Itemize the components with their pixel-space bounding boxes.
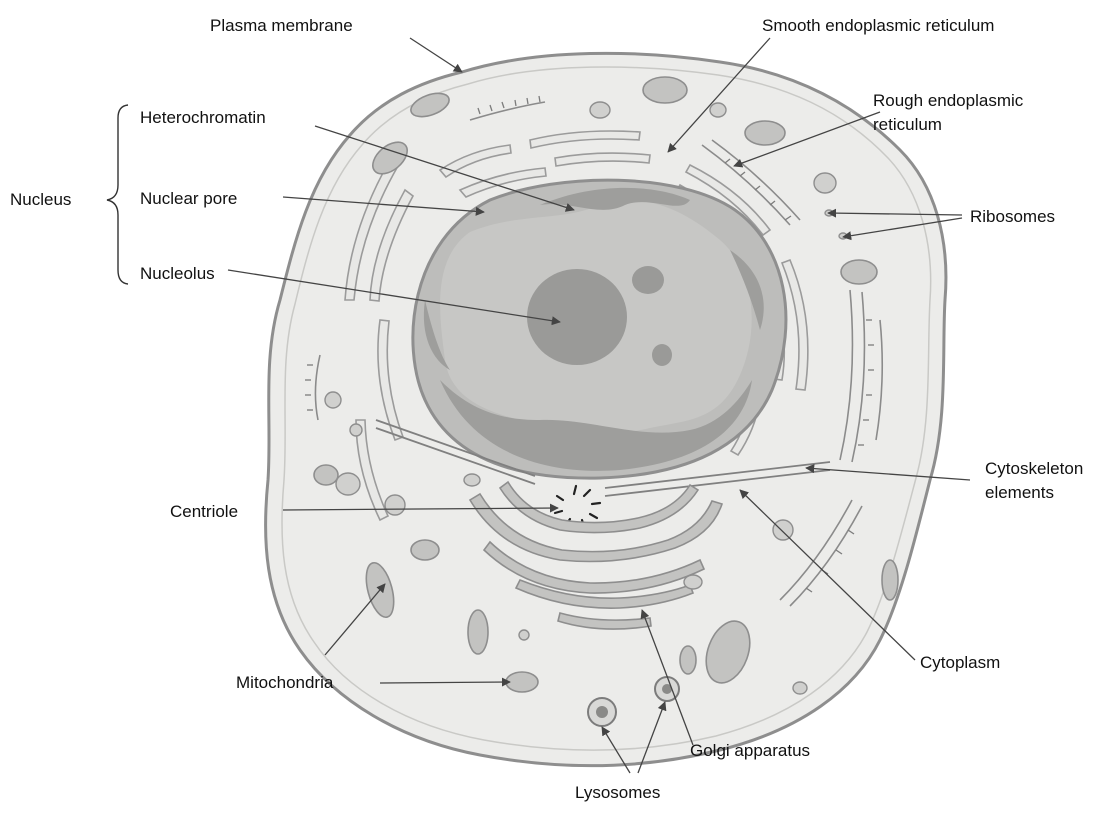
vesicle — [325, 392, 341, 408]
mitochondrion — [314, 465, 338, 485]
nucleolus-fragment — [652, 344, 672, 366]
nucleolus — [527, 269, 627, 365]
label-rough-er-line2: reticulum — [873, 115, 942, 134]
label-nuclear-pore: Nuclear pore — [140, 189, 237, 208]
label-lysosomes: Lysosomes — [575, 783, 660, 802]
golgi-vesicle — [684, 575, 702, 589]
mitochondrion — [643, 77, 687, 103]
label-golgi-apparatus: Golgi apparatus — [690, 741, 810, 760]
label-centriole: Centriole — [170, 502, 238, 521]
vesicle — [590, 102, 610, 118]
label-plasma-membrane: Plasma membrane — [210, 16, 353, 35]
mitochondrion — [411, 540, 439, 560]
nucleolus-fragment — [632, 266, 664, 294]
label-ribosomes: Ribosomes — [970, 207, 1055, 226]
mitochondrion — [745, 121, 785, 145]
label-cytoplasm: Cytoplasm — [920, 653, 1000, 672]
vesicle — [773, 520, 793, 540]
label-cytoskeleton-line2: elements — [985, 483, 1054, 502]
vesicle — [385, 495, 405, 515]
mitochondrion — [506, 672, 538, 692]
label-nucleus: Nucleus — [10, 190, 71, 209]
vesicle — [793, 682, 807, 694]
vesicle — [814, 173, 836, 193]
nucleus-brace — [107, 105, 128, 284]
label-nucleolus: Nucleolus — [140, 264, 215, 283]
label-smooth-er: Smooth endoplasmic reticulum — [762, 16, 994, 35]
vesicle — [336, 473, 360, 495]
mitochondrion — [882, 560, 898, 600]
vesicle — [710, 103, 726, 117]
label-mitochondria: Mitochondria — [236, 673, 334, 692]
label-heterochromatin: Heterochromatin — [140, 108, 266, 127]
mitochondrion — [841, 260, 877, 284]
mitochondrion — [680, 646, 696, 674]
nucleus — [413, 180, 786, 478]
label-cytoskeleton-line1: Cytoskeleton — [985, 459, 1083, 478]
mitochondrion — [468, 610, 488, 654]
label-rough-er-line1: Rough endoplasmic — [873, 91, 1024, 110]
vesicle — [519, 630, 529, 640]
vesicle — [350, 424, 362, 436]
golgi-vesicle — [464, 474, 480, 486]
